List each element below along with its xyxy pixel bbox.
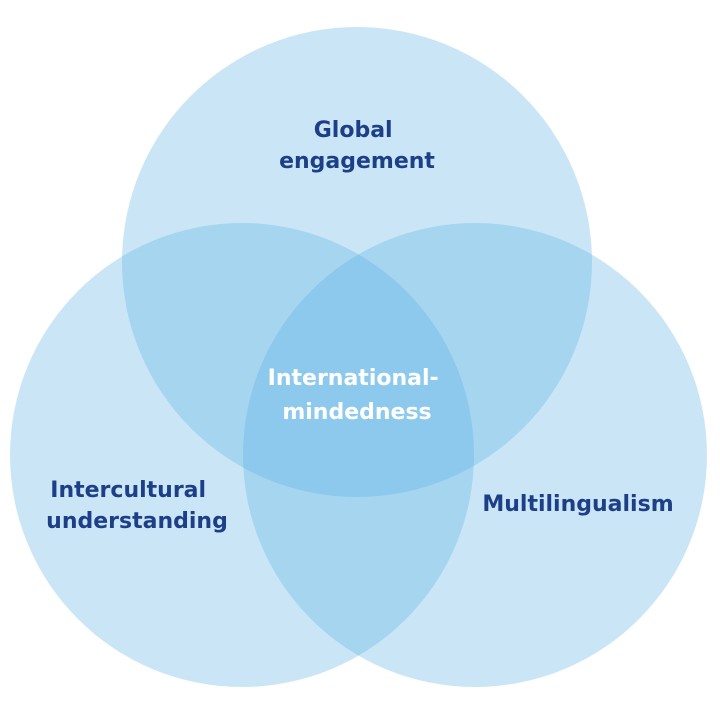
label-intercultural-understanding-line-1: Intercultural <box>50 478 206 503</box>
label-intercultural-understanding-line-2: understanding <box>46 509 228 534</box>
label-global-engagement-line-1: Global <box>314 118 393 143</box>
label-global-engagement: Global engagement <box>279 118 435 174</box>
label-international-mindedness: International- mindedness <box>268 366 447 425</box>
label-global-engagement-line-2: engagement <box>279 149 435 174</box>
circle-multilingualism <box>243 223 707 687</box>
label-multilingualism-line-1: Multilingualism <box>482 492 673 517</box>
label-international-mindedness-line-1: International- <box>268 366 439 391</box>
label-multilingualism: Multilingualism <box>482 492 673 517</box>
circle-group <box>10 27 707 687</box>
circle-intercultural-understanding <box>10 223 474 687</box>
label-international-mindedness-line-2: mindedness <box>282 400 431 425</box>
circle-global-engagement <box>122 27 592 497</box>
label-intercultural-understanding: Intercultural understanding <box>46 478 228 534</box>
